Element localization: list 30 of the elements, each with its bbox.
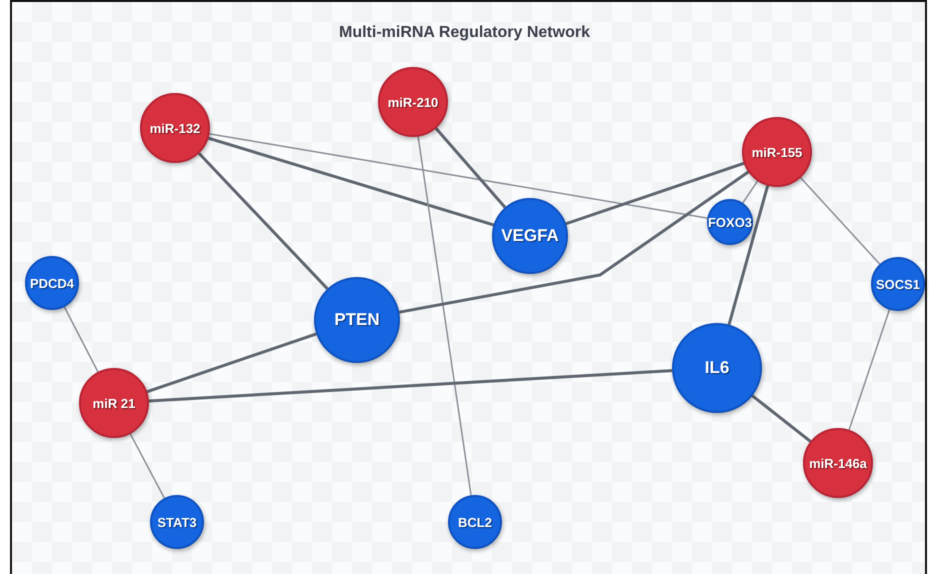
node-label: FOXO3: [708, 214, 752, 230]
node-label: STAT3: [157, 514, 197, 530]
connector-line: [399, 170, 750, 314]
connector-line: [148, 369, 672, 402]
node-label: BCL2: [458, 514, 492, 530]
node-label: miR 21: [92, 396, 136, 410]
node-label: PDCD4: [30, 276, 74, 290]
connector-line: [146, 332, 317, 394]
connector-line: [434, 127, 506, 208]
connector-line: [130, 434, 166, 498]
node-label: IL6: [704, 358, 730, 378]
node-label: miR-132: [150, 120, 200, 136]
node-label: PTEN: [334, 310, 380, 330]
connector-line: [742, 180, 758, 204]
node-label: VEGFA: [501, 226, 559, 246]
node-label: miR-210: [388, 94, 438, 110]
connector-line: [800, 177, 880, 265]
connector-line: [208, 136, 494, 226]
diagram-title: Multi-miRNA Regulatory Network: [339, 24, 590, 42]
connector-line: [848, 309, 890, 430]
connector-line: [417, 136, 472, 496]
connector-line: [566, 162, 744, 226]
connector-line: [209, 133, 708, 219]
connector-line: [64, 306, 99, 372]
connector-line: [751, 394, 812, 443]
node-label: miR-146a: [809, 456, 867, 470]
connector-line: [198, 152, 328, 290]
node-label: SOCS1: [876, 276, 920, 292]
connector-line: [728, 185, 770, 326]
node-label: miR-155: [752, 144, 802, 160]
